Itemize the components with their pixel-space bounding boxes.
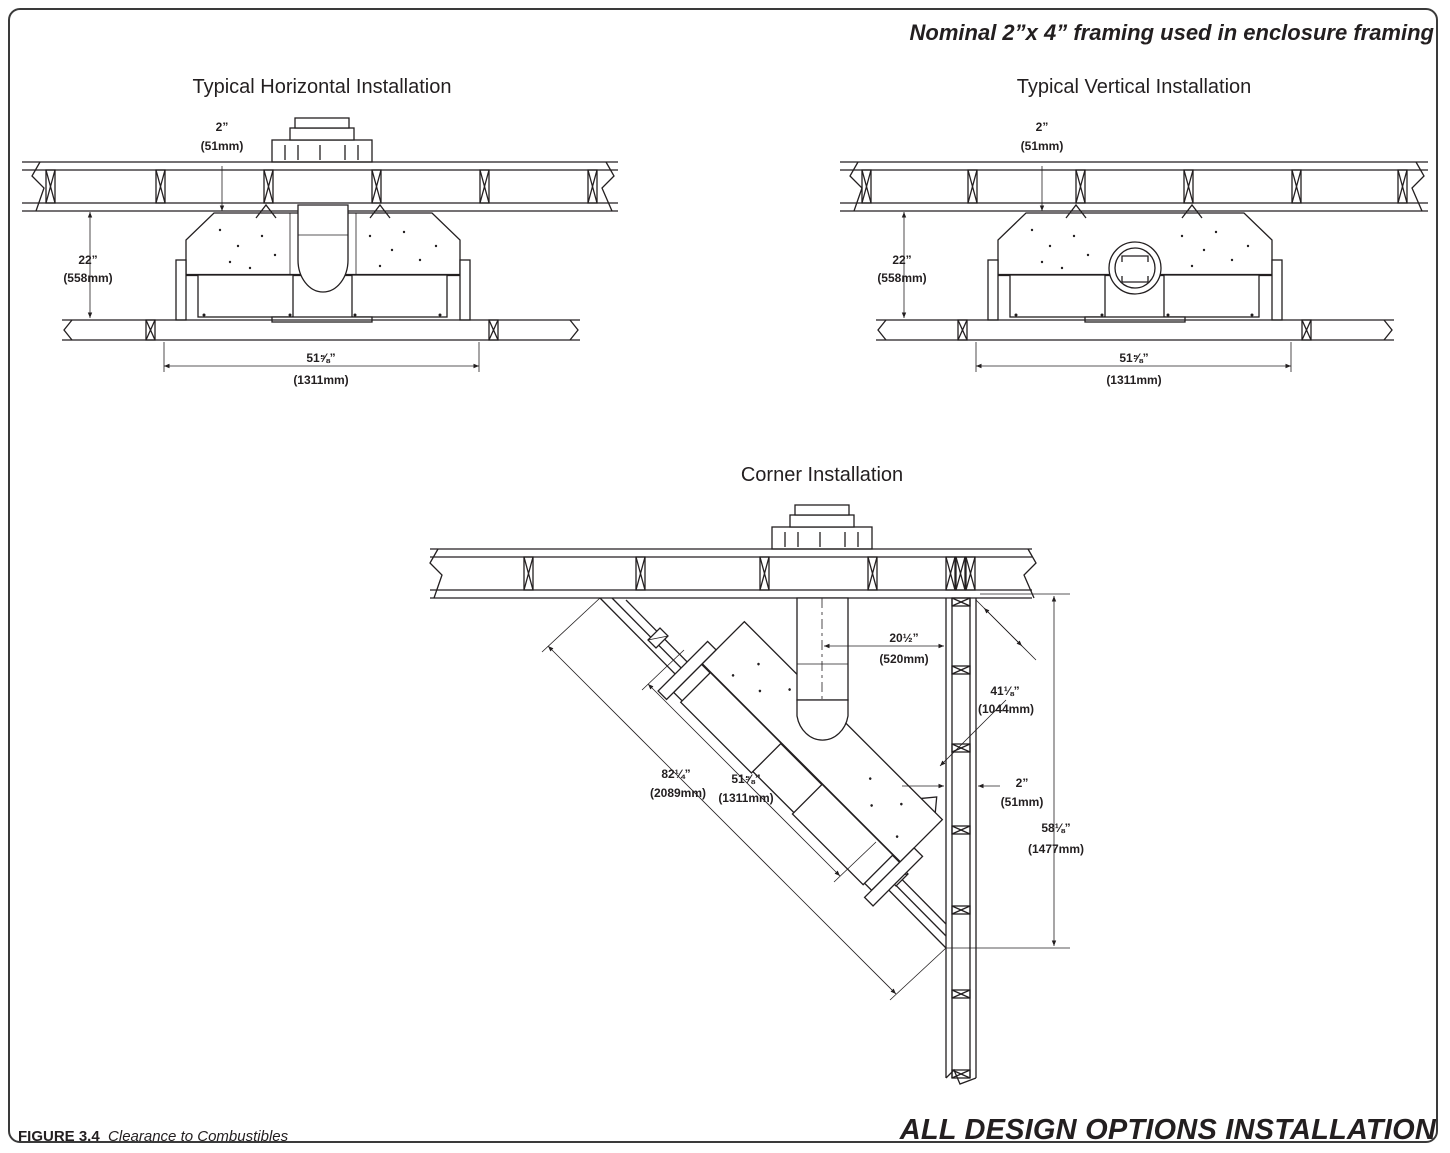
dim-width: 51⅝” [306, 351, 335, 365]
corner-installation: Corner Installation [429, 464, 1084, 1085]
dim-wall: 58⅛” [1041, 821, 1070, 835]
dim-flue-mm: (520mm) [879, 652, 928, 666]
dim-inner: 51⅝” [731, 772, 760, 786]
dim-depth-mm: (1044mm) [978, 702, 1034, 716]
horizontal-title: Typical Horizontal Installation [192, 76, 451, 98]
horizontal-dimensions: 2” (51mm) 22” (558mm) 51⅝” (1311mm) [63, 120, 480, 387]
page-frame [8, 8, 1438, 1143]
dim-wall-mm: (1477mm) [1028, 842, 1084, 856]
dim-outer: 82¼” [661, 767, 690, 781]
vertical-installation: Typical Vertical Installation [840, 76, 1428, 387]
fireplace-unit [987, 203, 1283, 323]
floor-framing [876, 319, 1394, 341]
ceiling-framing [22, 161, 618, 212]
dim-top-mm: (51mm) [201, 139, 244, 153]
dim-height-mm: (558mm) [877, 271, 926, 285]
vent-termination [271, 117, 373, 163]
floor-framing [62, 319, 580, 341]
vertical-title: Typical Vertical Installation [1017, 76, 1252, 98]
dim-height-mm: (558mm) [63, 271, 112, 285]
dim-side: 2” [1016, 776, 1029, 790]
vertical-dimensions: 2” (51mm) 22” (558mm) 51⅝” (1311mm) [877, 120, 1292, 387]
dim-width-mm: (1311mm) [1106, 373, 1161, 387]
dim-width-mm: (1311mm) [293, 373, 348, 387]
figure-number: FIGURE 3.4 [18, 1128, 100, 1145]
dim-outer-mm: (2089mm) [650, 786, 706, 800]
dim-width: 51⅝” [1119, 351, 1148, 365]
ceiling-framing [429, 548, 1037, 599]
dim-inner-mm: (1311mm) [718, 791, 773, 805]
side-wall-framing [945, 597, 977, 1085]
horizontal-installation: Typical Horizontal Installation [22, 76, 618, 387]
framing-note: Nominal 2”x 4” framing used in enclosure… [909, 20, 1434, 45]
corner-title: Corner Installation [741, 464, 903, 486]
ceiling-framing [840, 161, 1428, 212]
corner-dimensions: 20½” (520mm) 41⅛” (1044mm) 2” (51mm) 58⅛… [541, 593, 1084, 1001]
dim-side-mm: (51mm) [1001, 795, 1044, 809]
dim-top-mm: (51mm) [1021, 139, 1064, 153]
figure-caption: FIGURE 3.4 Clearance to Combustibles [18, 1128, 288, 1145]
dim-top: 2” [1036, 120, 1049, 134]
figure-caption-text: Clearance to Combustibles [108, 1128, 289, 1145]
dim-flue: 20½” [889, 631, 918, 645]
dim-top: 2” [216, 120, 229, 134]
fireplace-unit [175, 203, 471, 323]
dim-height: 22” [78, 253, 97, 267]
dim-height: 22” [892, 253, 911, 267]
dim-depth: 41⅛” [990, 684, 1019, 698]
design-options-heading: ALL DESIGN OPTIONS INSTALLATION [899, 1114, 1436, 1146]
vent-termination [771, 504, 873, 550]
